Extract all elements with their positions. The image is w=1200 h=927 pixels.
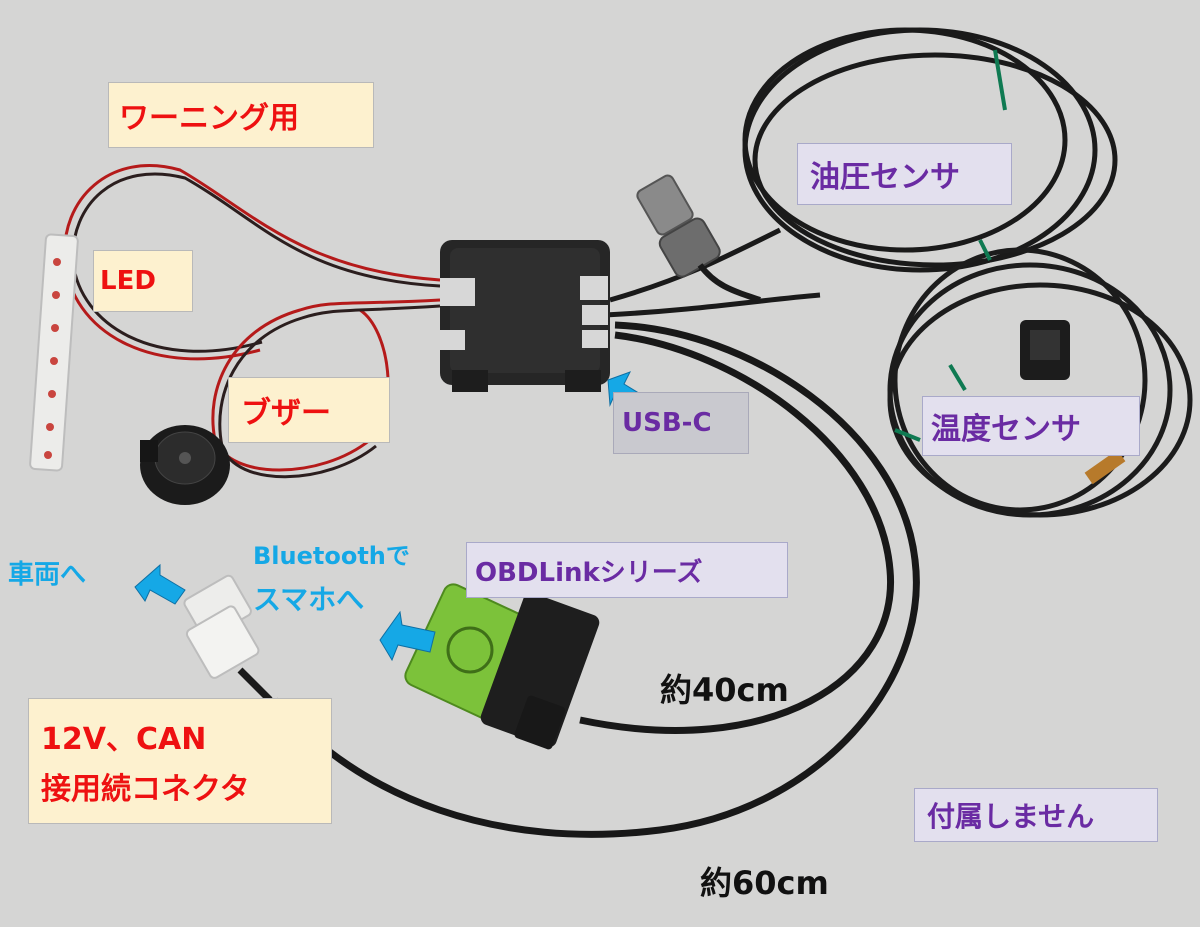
obdlink-device	[404, 583, 600, 750]
vehicle-connector	[183, 574, 273, 703]
led-strip	[29, 233, 79, 472]
temperature-sensor	[1020, 320, 1126, 485]
connector-label: 12V、CAN 接用続コネクタ	[28, 698, 332, 824]
arrow-to-smartphone-icon	[379, 610, 436, 662]
oil-pressure-cable	[604, 27, 1118, 318]
bluetooth-label-line1: Bluetoothで	[253, 541, 410, 570]
oil-pressure-sensor	[636, 174, 761, 303]
connector-label-line1: 12V、CAN	[41, 722, 207, 757]
not-included-label: 付属しません	[914, 788, 1158, 842]
cable-ties	[894, 49, 1007, 442]
arrow-to-vehicle-icon	[134, 563, 186, 605]
length-40cm-label: 約40cm	[660, 671, 789, 709]
bluetooth-label-line2: スマホへ	[253, 583, 365, 616]
usb-c-label: USB-C	[613, 392, 749, 454]
length-60cm-label: 約60cm	[700, 864, 829, 902]
control-box	[440, 240, 610, 392]
temperature-cable	[887, 247, 1193, 518]
led-label: LED	[93, 250, 193, 312]
buzzer-label: ブザー	[228, 377, 390, 443]
to-vehicle-label: 車両へ	[8, 559, 87, 590]
main-cable	[272, 321, 920, 838]
buzzer	[140, 425, 230, 505]
connector-label-line2: 接用続コネクタ	[41, 772, 250, 807]
warning-label: ワーニング用	[108, 82, 374, 148]
temperature-sensor-label: 温度センサ	[922, 396, 1140, 456]
obdlink-series-label: OBDLinkシリーズ	[466, 542, 788, 598]
oil-pressure-sensor-label: 油圧センサ	[797, 143, 1012, 205]
